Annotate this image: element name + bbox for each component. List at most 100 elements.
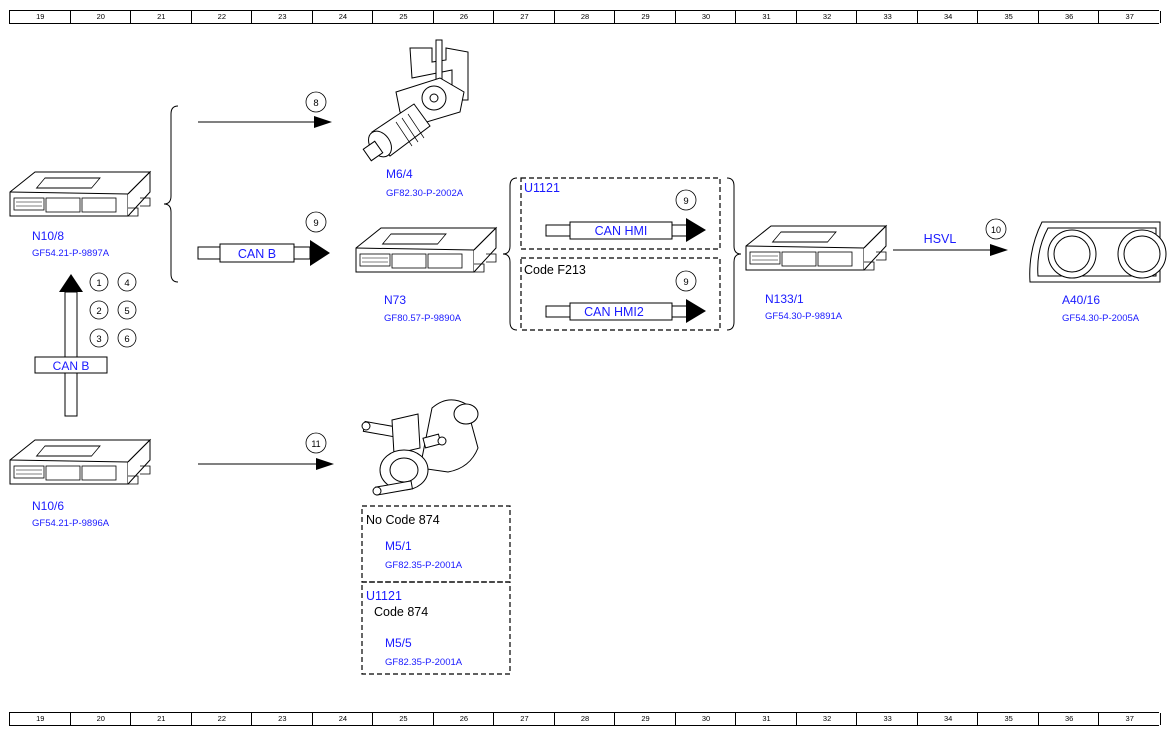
m6-4-ref[interactable]: GF82.30-P-2002A: [386, 188, 464, 199]
left-brace: [163, 105, 179, 283]
can-hmi2-label: CAN HMI2: [584, 305, 644, 319]
circled-number-2: 2: [96, 306, 101, 317]
u1121-code-874-box: U1121 Code 874 M5/5 GF82.35-P-2001A: [361, 581, 511, 675]
ruler-cell: 21: [130, 11, 192, 23]
ruler-cell: 23: [251, 713, 313, 725]
hmi-group-right-brace: [726, 177, 742, 331]
a40-16-ref[interactable]: GF54.30-P-2005A: [1062, 313, 1140, 324]
ruler-cell: 20: [69, 11, 132, 23]
can-b-vertical-label: CAN B: [53, 359, 90, 373]
ruler-cell: 19: [9, 11, 71, 23]
ruler-cell: 31: [735, 11, 797, 23]
can-hmi-tag: [569, 221, 673, 240]
u1121-can-hmi-box: U1121 CAN HMI 9: [520, 177, 721, 250]
ruler-cell: 28: [553, 713, 616, 725]
ruler-cell: 30: [674, 713, 737, 725]
arrow-to-m6-4: 8: [198, 91, 332, 128]
circled-number-10: 10: [991, 225, 1001, 235]
n133-1-ecu-shape: [745, 225, 887, 271]
ruler-cell: 29: [614, 11, 676, 23]
m6-4-wiper-motor: M6/4 GF82.30-P-2002A: [362, 39, 469, 199]
n10-8-ref[interactable]: GF54.21-P-9897A: [32, 248, 110, 259]
ruler-cell: 23: [251, 11, 313, 23]
hsvl-arrow: HSVL 10: [893, 218, 1008, 256]
washer-pump-drawing: [361, 399, 479, 496]
can-hmi-label: CAN HMI: [595, 224, 648, 238]
n73-ecu-shape: [355, 227, 497, 273]
n10-6-ecu-shape: [9, 439, 151, 485]
n133-1-control-unit: N133/1 GF54.30-P-9891A: [745, 225, 887, 322]
n73-ref[interactable]: GF80.57-P-9890A: [384, 313, 462, 324]
ruler-cell: 19: [9, 713, 71, 725]
n73-id: N73: [384, 293, 406, 307]
instrument-cluster-drawing: [1029, 221, 1167, 283]
circled-number-6: 6: [124, 334, 129, 345]
m5-5-id: M5/5: [385, 636, 412, 650]
n133-1-id: N133/1: [765, 292, 804, 306]
ruler-cell: 31: [735, 713, 797, 725]
ruler-cell: 35: [977, 713, 1039, 725]
ruler-cell: 32: [795, 713, 858, 725]
can-hmi2-tag: [569, 302, 673, 321]
can-b-horizontal-tag: [219, 243, 295, 263]
circled-number-9-n73: 9: [313, 218, 318, 229]
circled-number-1: 1: [96, 278, 101, 289]
can-b-vertical-tag: [34, 356, 108, 374]
circled-number-3: 3: [96, 334, 101, 345]
n10-8-control-unit: N10/8 GF54.21-P-9897A: [9, 171, 151, 259]
ruler-cell: 33: [856, 713, 918, 725]
circled-number-9-hmi2: 9: [683, 277, 688, 288]
ruler-cell: 25: [372, 11, 434, 23]
m5-5-ref[interactable]: GF82.35-P-2001A: [385, 657, 463, 668]
ruler-cell: 24: [311, 11, 374, 23]
ruler-cell: 24: [311, 713, 374, 725]
n10-8-ecu-shape: [9, 171, 151, 217]
ruler-cell: 25: [372, 713, 434, 725]
ruler-cell: 27: [493, 713, 555, 725]
a40-16-id: A40/16: [1062, 293, 1100, 307]
code-f213-can-hmi2-box: Code F213 CAN HMI2 9: [520, 257, 721, 331]
ruler-cell: 36: [1037, 11, 1100, 23]
n10-6-ref[interactable]: GF54.21-P-9896A: [32, 518, 110, 529]
ruler-cell: 37: [1098, 11, 1161, 23]
ruler-cell: 22: [190, 11, 253, 23]
u1121-bottom-label: U1121: [366, 589, 402, 603]
ruler-cell: 26: [432, 713, 495, 725]
n10-6-id: N10/6: [32, 499, 64, 513]
hmi-group-left-brace: [502, 177, 518, 331]
m5-1-id: M5/1: [385, 539, 412, 553]
n133-1-ref[interactable]: GF54.30-P-9891A: [765, 311, 843, 322]
can-b-vertical-arrow: CAN B: [34, 274, 108, 417]
m6-4-motor-drawing: [362, 39, 469, 162]
n10-6-control-unit: N10/6 GF54.21-P-9896A: [9, 439, 151, 529]
circled-number-11: 11: [311, 439, 320, 449]
ruler-cell: 34: [916, 11, 979, 23]
a40-16-instrument-cluster: A40/16 GF54.30-P-2005A: [1029, 221, 1167, 324]
ruler-cell: 26: [432, 11, 495, 23]
ruler-cell: 21: [130, 713, 192, 725]
ruler-cell: 34: [916, 713, 979, 725]
circled-number-grid: 1 4 2 5 3 6: [89, 272, 137, 348]
circled-number-8: 8: [313, 98, 318, 109]
ruler-cell: 20: [69, 713, 132, 725]
can-b-horizontal-label: CAN B: [238, 247, 276, 261]
code-f213-label: Code F213: [524, 263, 586, 277]
m5-1-ref[interactable]: GF82.35-P-2001A: [385, 560, 463, 571]
m6-4-id: M6/4: [386, 167, 413, 181]
ruler-cell: 35: [977, 11, 1039, 23]
ruler-cell: 29: [614, 713, 676, 725]
u1121-top-label: U1121: [524, 181, 560, 195]
no-code-874-box: No Code 874 M5/1 GF82.35-P-2001A: [361, 505, 511, 583]
ruler-cell: 36: [1037, 713, 1100, 725]
circled-number-9-hmi: 9: [683, 196, 688, 207]
hsvl-label: HSVL: [924, 232, 957, 246]
n10-8-id: N10/8: [32, 229, 64, 243]
ruler-cell: 33: [856, 11, 918, 23]
ruler-cell: 32: [795, 11, 858, 23]
arrow-to-m5: 11: [198, 432, 334, 470]
n73-control-unit: N73 GF80.57-P-9890A: [355, 227, 497, 324]
ruler-cell: 27: [493, 11, 555, 23]
